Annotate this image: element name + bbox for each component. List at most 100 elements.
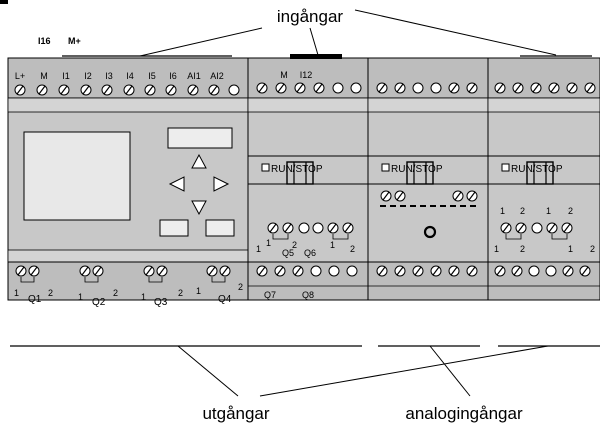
expansion-3-relay-pins-bottom: 1 2 1 2	[494, 244, 595, 254]
screw-terminal	[267, 222, 279, 234]
relay-pin: 1	[266, 238, 271, 248]
screw-terminal	[123, 84, 135, 96]
expansion-1-input-terminals	[256, 82, 362, 94]
screw-terminal	[206, 265, 218, 277]
run-stop-indicator: RUN/STOP	[501, 161, 563, 185]
expansion-3-bottom-terminals	[494, 265, 591, 277]
screw-terminal	[530, 82, 542, 94]
screw-terminal	[219, 265, 231, 277]
power-label-mplus: M+	[68, 36, 81, 46]
relay-pin: 1	[78, 292, 83, 302]
screw-terminal	[394, 265, 406, 277]
relay-pin: 2	[238, 282, 243, 292]
main-output-terminals	[15, 265, 231, 277]
screw-terminal	[412, 265, 424, 277]
output-label-q6: Q6	[304, 248, 316, 258]
relay-pin: 1	[494, 244, 499, 254]
screw-terminal	[256, 265, 268, 277]
screw-terminal	[512, 82, 524, 94]
screw-terminal	[466, 190, 478, 202]
expansion-3-relay-pins-top: 1 2 1 2	[500, 206, 573, 216]
screw-terminal	[528, 265, 540, 277]
relay-pin: 1	[500, 206, 505, 216]
main-relay-symbols	[20, 277, 226, 283]
screw-terminal	[448, 265, 460, 277]
arrow-up-icon[interactable]	[191, 153, 207, 169]
status-led-icon	[501, 163, 510, 172]
ok-button[interactable]	[205, 219, 235, 237]
screw-terminal	[310, 265, 322, 277]
screw-terminal	[500, 222, 512, 234]
output-label-q4: Q4	[218, 294, 232, 305]
relay-pin: 1	[14, 288, 19, 298]
module-clip	[290, 54, 342, 59]
screw-terminal	[327, 222, 339, 234]
screw-terminal	[228, 84, 240, 96]
screw-terminal	[156, 265, 168, 277]
relay-pin: 2	[292, 240, 297, 250]
screw-terminal	[342, 222, 354, 234]
screw-terminal	[545, 265, 557, 277]
screw-terminal	[292, 265, 304, 277]
expansion-1-relay-pins: 1 1 2 1 2	[256, 238, 355, 254]
screw-terminal	[208, 84, 220, 96]
output-label-q2: Q2	[92, 297, 106, 308]
run-stop-label: RUN/STOP	[271, 164, 323, 175]
screw-terminal	[15, 265, 27, 277]
screw-terminal	[566, 82, 578, 94]
esc-button[interactable]	[159, 219, 189, 237]
screw-terminal	[466, 82, 478, 94]
screw-terminal	[448, 82, 460, 94]
screw-terminal	[562, 265, 574, 277]
relay-pin: 2	[113, 288, 118, 298]
status-led-icon	[261, 163, 270, 172]
screw-terminal	[28, 265, 40, 277]
display-button[interactable]	[167, 127, 233, 149]
screw-terminal	[430, 265, 442, 277]
corner-mark	[0, 0, 8, 4]
terminal-label-ai2: AI2	[210, 71, 224, 81]
arrow-down-icon[interactable]	[191, 200, 207, 216]
screw-terminal	[14, 84, 26, 96]
screw-terminal	[394, 82, 406, 94]
run-stop-label: RUN/STOP	[391, 164, 443, 175]
screw-terminal	[412, 82, 424, 94]
outputs-callout: utgångar	[10, 345, 600, 423]
latch-icon	[286, 161, 314, 185]
screw-terminal	[494, 265, 506, 277]
relay-pin: 1	[256, 244, 261, 254]
screw-terminal	[165, 84, 177, 96]
relay-pin: 2	[520, 206, 525, 216]
screw-terminal	[394, 190, 406, 202]
expansion-1-bottom-terminals	[256, 265, 358, 277]
arrow-left-icon[interactable]	[168, 176, 185, 192]
arrow-right-icon[interactable]	[213, 176, 230, 192]
main-module: L+ M I1 I2 I3 I4 I5 I6 AI1 AI2	[7, 57, 249, 308]
screw-terminal	[79, 265, 91, 277]
screw-terminal	[187, 84, 199, 96]
screw-terminal	[350, 82, 362, 94]
screw-terminal	[579, 265, 591, 277]
screw-terminal	[274, 265, 286, 277]
inputs-callout: ingångar	[62, 7, 592, 57]
relay-pin: 1	[196, 286, 201, 296]
screw-terminal	[92, 265, 104, 277]
relay-pin: 1	[330, 240, 335, 250]
screw-terminal	[298, 222, 310, 234]
screw-terminal	[58, 84, 70, 96]
screw-terminal	[101, 84, 113, 96]
screw-terminal	[80, 84, 92, 96]
screw-terminal	[346, 265, 358, 277]
screw-terminal	[36, 84, 48, 96]
run-stop-indicator: RUN/STOP	[261, 161, 323, 185]
terminal-label-m: M	[280, 70, 288, 80]
screw-terminal	[376, 82, 388, 94]
expansion-1-relay-top	[267, 222, 354, 240]
relay-pin: 2	[178, 288, 183, 298]
lcd-display	[23, 131, 131, 221]
screw-terminal	[282, 222, 294, 234]
terminal-label-i2: I2	[84, 71, 92, 81]
relay-pin: 2	[48, 288, 53, 298]
